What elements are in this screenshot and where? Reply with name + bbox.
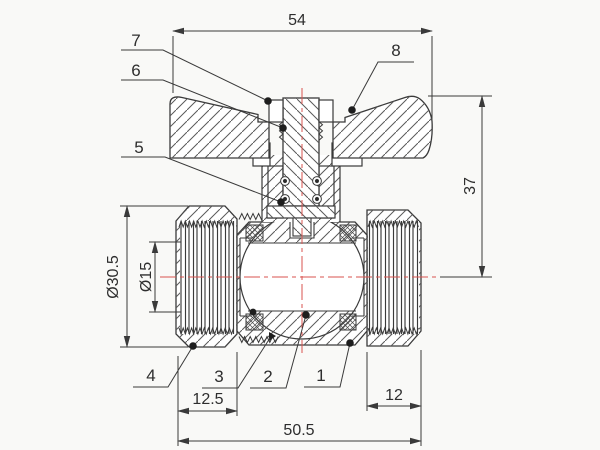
dimension-lines	[120, 27, 492, 446]
dim-outer-diameter: Ø30.5	[105, 255, 122, 299]
seat-top-right	[339, 224, 357, 242]
centerlines	[160, 88, 452, 353]
dim-bore-diameter: Ø15	[138, 262, 155, 292]
seat-bottom-left	[245, 313, 264, 331]
seat-top-left	[245, 224, 264, 242]
part-label-6: 6	[131, 61, 140, 80]
seat-bottom-right	[339, 313, 357, 331]
dim-50-5: 50.5	[283, 422, 314, 439]
dim-12-5: 12.5	[192, 391, 223, 408]
dim-37: 37	[462, 177, 479, 195]
part-label-4: 4	[146, 366, 155, 385]
part-leaders	[121, 49, 414, 389]
stem	[266, 97, 336, 237]
part-label-1: 1	[316, 366, 325, 385]
part-label-2: 2	[263, 367, 272, 386]
ball-seats	[245, 224, 357, 331]
leader-dots	[189, 97, 356, 350]
part-label-7: 7	[131, 31, 140, 50]
right-female-thread	[367, 219, 419, 336]
handle-hub-left	[268, 99, 284, 123]
part-label-3: 3	[214, 367, 223, 386]
dim-12: 12	[385, 387, 403, 404]
part-label-8: 8	[391, 41, 400, 60]
dim-54: 54	[288, 12, 306, 29]
handle-hub-right	[318, 99, 334, 123]
seal-wedge-bottom	[269, 332, 276, 341]
part-label-5: 5	[134, 138, 143, 157]
